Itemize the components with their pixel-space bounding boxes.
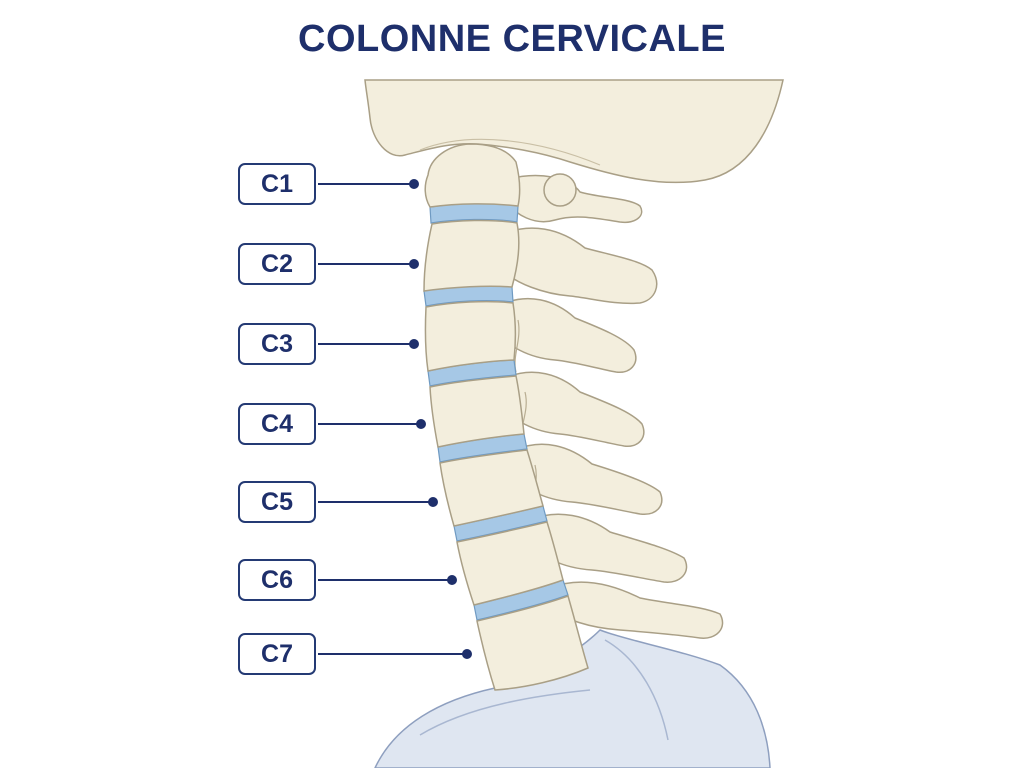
spinous-processes xyxy=(497,173,724,639)
leader-lines xyxy=(318,179,472,659)
label-c4: C4 xyxy=(238,403,316,445)
leader-dot-c7 xyxy=(462,649,472,659)
skull-base-contour xyxy=(419,138,601,166)
thorax-shape xyxy=(374,629,771,768)
diagram-title: COLONNE CERVICALE xyxy=(298,18,726,60)
leader-dot-c2 xyxy=(409,259,419,269)
c3-vertebra xyxy=(424,300,517,372)
scapula-contour xyxy=(604,639,669,741)
c7-vertebra xyxy=(476,595,589,691)
c7-spinous-process xyxy=(549,581,724,639)
label-c1: C1 xyxy=(238,163,316,205)
leader-dot-c4 xyxy=(416,419,426,429)
c5-spinous-process xyxy=(511,443,663,515)
leader-dot-c3 xyxy=(409,339,419,349)
label-c2: C2 xyxy=(238,243,316,285)
c3-spinous-process xyxy=(497,297,637,373)
c6-vertebra xyxy=(456,521,564,606)
label-c7: C7 xyxy=(238,633,316,675)
label-c5: C5 xyxy=(238,481,316,523)
label-c6: C6 xyxy=(238,559,316,601)
leader-dot-c6 xyxy=(447,575,457,585)
clavicle-contour xyxy=(419,689,591,736)
c1-vertebra xyxy=(424,143,521,208)
c2-spinous-process xyxy=(499,227,658,305)
c4-spinous-process xyxy=(502,371,645,447)
c1-lateral-mass xyxy=(543,173,577,207)
c2-vertebra xyxy=(423,219,520,292)
label-c3: C3 xyxy=(238,323,316,365)
skull-shape xyxy=(364,79,784,184)
c6-spinous-process xyxy=(527,513,688,583)
leader-dot-c1 xyxy=(409,179,419,189)
leader-dot-c5 xyxy=(428,497,438,507)
c4-vertebra xyxy=(429,375,525,448)
c5-vertebra xyxy=(439,449,544,527)
vertebral-bodies xyxy=(423,143,589,691)
